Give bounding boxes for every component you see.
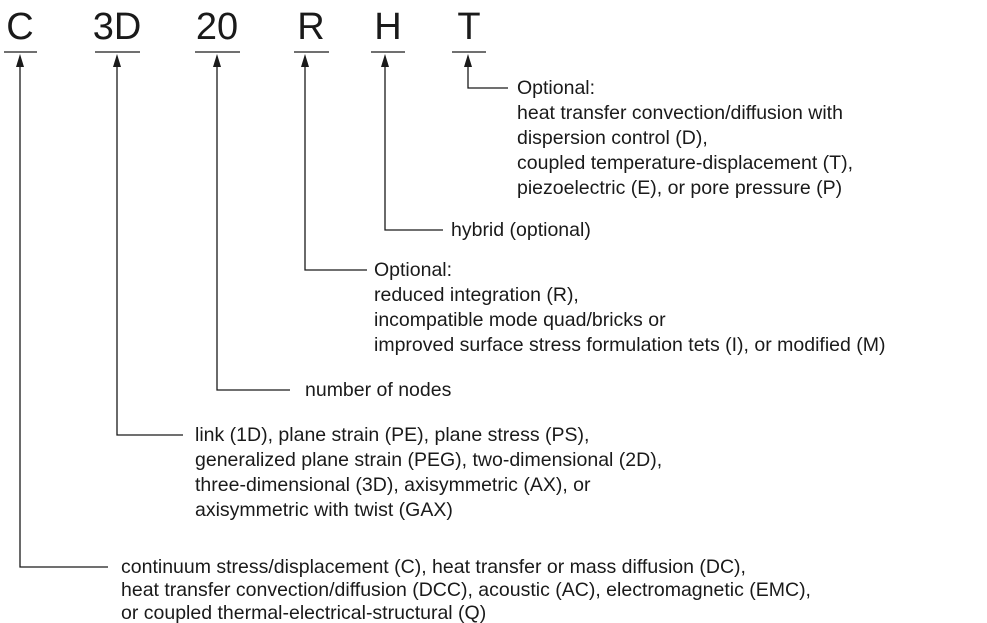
arrowhead-r	[301, 54, 309, 67]
arrowhead-c	[16, 54, 24, 67]
leader-t	[467, 66, 508, 89]
desc-3d-line: generalized plane strain (PEG), two-dime…	[195, 449, 662, 471]
code-3d: 3D	[93, 6, 142, 48]
desc-r: Optional: reduced integration (R), incom…	[374, 259, 886, 356]
desc-20: number of nodes	[305, 379, 452, 401]
leader-20	[216, 66, 290, 391]
desc-3d-line: three-dimensional (3D), axisymmetric (AX…	[195, 474, 591, 496]
arrowhead-t	[464, 54, 472, 67]
leader-3d	[116, 66, 183, 436]
desc-t-line: dispersion control (D),	[517, 127, 708, 149]
desc-t-line: piezoelectric (E), or pore pressure (P)	[517, 177, 842, 199]
desc-r-line: improved surface stress formulation tets…	[374, 334, 886, 356]
desc-t: Optional: heat transfer convection/diffu…	[517, 77, 853, 199]
desc-r-line: Optional:	[374, 259, 452, 281]
arrowhead-20	[213, 54, 221, 67]
desc-c: continuum stress/displacement (C), heat …	[121, 556, 811, 623]
code-c: C	[6, 6, 33, 48]
desc-r-line: incompatible mode quad/bricks or	[374, 309, 666, 331]
code-r: R	[297, 6, 324, 48]
code-20: 20	[196, 6, 238, 48]
code-h: H	[374, 6, 401, 48]
desc-h: hybrid (optional)	[451, 219, 591, 241]
desc-3d-line: axisymmetric with twist (GAX)	[195, 499, 453, 521]
leader-c	[19, 66, 108, 568]
desc-3d-line: link (1D), plane strain (PE), plane stre…	[195, 424, 589, 446]
desc-c-line: continuum stress/displacement (C), heat …	[121, 556, 746, 578]
arrowhead-h	[381, 54, 389, 67]
desc-r-line: reduced integration (R),	[374, 284, 579, 306]
arrowhead-3d	[113, 54, 121, 67]
desc-t-line: coupled temperature-displacement (T),	[517, 152, 853, 174]
desc-3d: link (1D), plane strain (PE), plane stre…	[195, 424, 662, 521]
code-t: T	[457, 6, 480, 48]
desc-c-line: or coupled thermal-electrical-structural…	[121, 602, 486, 623]
leader-h	[384, 66, 443, 231]
desc-t-line: Optional:	[517, 77, 595, 99]
desc-20-line: number of nodes	[305, 379, 452, 401]
desc-c-line: heat transfer convection/diffusion (DCC)…	[121, 579, 811, 601]
desc-t-line: heat transfer convection/diffusion with	[517, 102, 843, 124]
desc-h-line: hybrid (optional)	[451, 219, 591, 241]
leader-r	[304, 66, 367, 271]
